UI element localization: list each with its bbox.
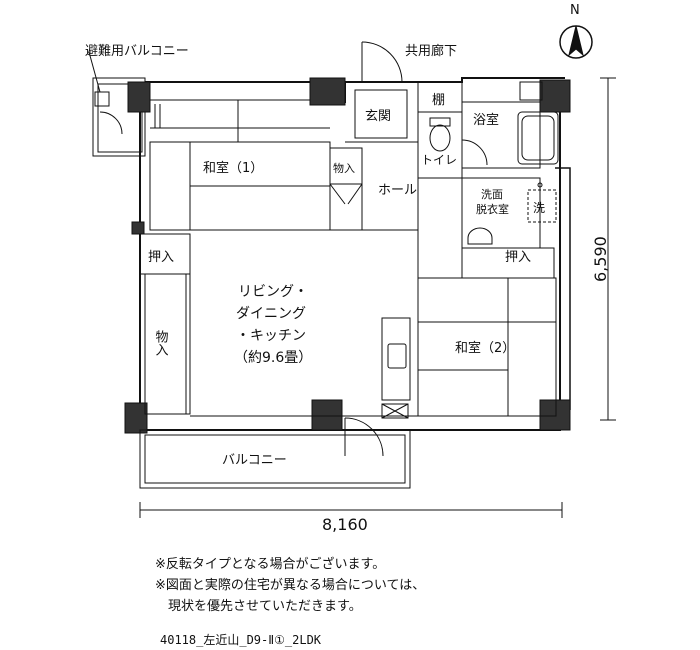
north-label: N	[570, 3, 580, 18]
width-dimension-label: 8,160	[322, 515, 368, 534]
balcony-label: バルコニー	[222, 453, 287, 468]
japanese-room-1-label: 和室（1）	[203, 160, 263, 176]
japanese-room-2-label: 和室（2）	[455, 340, 515, 356]
washer-label: 洗	[533, 201, 545, 215]
north-arrow-icon: N	[559, 3, 593, 59]
living-label-3: ・キッチン	[236, 328, 306, 344]
dimension-depth	[600, 77, 616, 421]
evac-balcony-label: 避難用バルコニー	[85, 44, 189, 59]
room-japanese-2-outline	[417, 277, 557, 417]
note-reversal: ※反転タイプとなる場合がございます。	[155, 557, 386, 572]
depth-dimension-label: 6,590	[591, 236, 610, 282]
oshiire-right-label: 押入	[505, 250, 531, 265]
storage-small-label: 物入	[333, 161, 355, 175]
toilet-label: トイレ	[421, 153, 457, 167]
corridor-label: 共用廊下	[405, 43, 457, 59]
living-label-1: リビング・	[238, 284, 308, 300]
note-current-state: 現状を優先させていただきます。	[155, 599, 362, 614]
washroom-label-2: 脱衣室	[476, 202, 509, 216]
oshiire-left-label: 押入	[148, 250, 174, 265]
evac-balcony-outline	[92, 77, 146, 157]
hall-label: ホール	[378, 183, 417, 198]
balcony-outline	[139, 429, 411, 489]
washroom-label-1: 洗面	[481, 188, 503, 201]
kitchen-counter	[381, 317, 411, 401]
plan-code: 40118_左近山_D9-Ⅱ①_2LDK	[160, 633, 322, 647]
living-label-4: （約9.6畳）	[234, 350, 312, 366]
living-label-2: ダイニング	[236, 306, 306, 322]
shelf-label: 棚	[432, 93, 445, 108]
storage-left-label: 物入	[153, 330, 169, 356]
bath-label: 浴室	[473, 112, 499, 128]
note-discrepancy: ※図面と実際の住宅が異なる場合については、	[155, 578, 426, 593]
dimension-width	[139, 502, 563, 518]
entrance-label: 玄関	[365, 109, 391, 124]
